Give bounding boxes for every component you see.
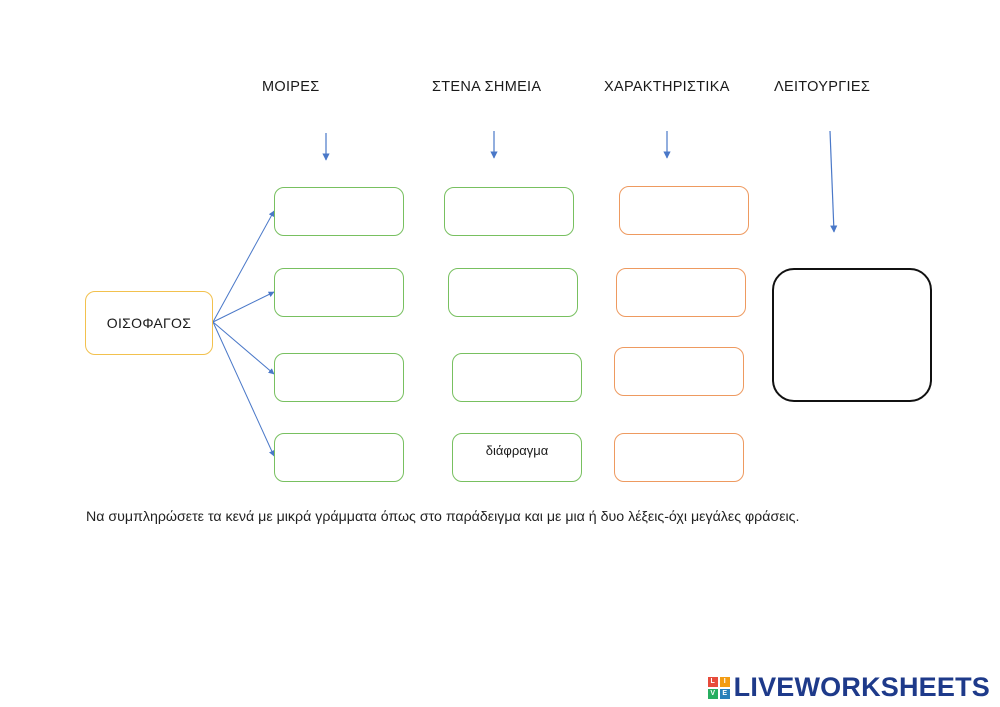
logo-cube: E — [719, 688, 730, 699]
arrow-branch-2 — [212, 291, 275, 323]
liveworksheets-logo: L I V E LIVEWORKSHEETS — [707, 672, 990, 703]
xarakt-answer-1[interactable] — [619, 186, 749, 235]
arrow-branch-4 — [212, 321, 275, 457]
moires-input-3[interactable] — [275, 354, 403, 401]
instructions-text: Να συμπληρώσετε τα κενά με μικρά γράμματ… — [86, 509, 800, 525]
logo-cube: I — [719, 676, 730, 687]
stena-input-3[interactable] — [453, 354, 581, 401]
logo-text: LIVEWORKSHEETS — [733, 672, 990, 702]
oisofagos-label: ΟΙΣΟΦΑΓΟΣ — [106, 315, 192, 331]
header-moires: ΜΟΙΡΕΣ — [262, 79, 320, 95]
moires-answer-4[interactable] — [274, 433, 404, 482]
arrow-branch-1 — [212, 210, 275, 323]
moires-answer-1[interactable] — [274, 187, 404, 236]
xarakt-answer-3[interactable] — [614, 347, 744, 396]
xarakt-input-1[interactable] — [620, 187, 748, 234]
xarakt-input-2[interactable] — [617, 269, 745, 316]
stena-answer-3[interactable] — [452, 353, 582, 402]
moires-input-2[interactable] — [275, 269, 403, 316]
stena-answer-1[interactable] — [444, 187, 574, 236]
header-stena-simeia: ΣΤΕΝΑ ΣΗΜΕΙΑ — [432, 79, 542, 95]
moires-answer-2[interactable] — [274, 268, 404, 317]
logo-cube: V — [707, 688, 718, 699]
logo-cube: L — [707, 676, 718, 687]
header-leitourgies: ΛΕΙΤΟΥΡΓΙΕΣ — [774, 79, 871, 95]
stena-input-1[interactable] — [445, 188, 573, 235]
leitourgies-answer[interactable] — [772, 268, 932, 402]
stena-example-text: διάφραγμα — [485, 443, 549, 458]
oisofagos-box: ΟΙΣΟΦΑΓΟΣ — [85, 291, 213, 355]
leitourgies-textarea[interactable] — [774, 270, 930, 400]
header-xaraktiristika: ΧΑΡΑΚΤΗΡΙΣΤΙΚΑ — [604, 79, 730, 95]
moires-answer-3[interactable] — [274, 353, 404, 402]
xarakt-answer-2[interactable] — [616, 268, 746, 317]
xarakt-answer-4[interactable] — [614, 433, 744, 482]
stena-input-2[interactable] — [449, 269, 577, 316]
xarakt-input-3[interactable] — [615, 348, 743, 395]
moires-input-1[interactable] — [275, 188, 403, 235]
stena-example-box: διάφραγμα — [452, 433, 582, 482]
moires-input-4[interactable] — [275, 434, 403, 481]
logo-cubes-icon: L I V E — [707, 676, 730, 699]
stena-answer-2[interactable] — [448, 268, 578, 317]
arrow-down-leitourgies — [829, 130, 838, 233]
xarakt-input-4[interactable] — [615, 434, 743, 481]
arrow-branch-3 — [212, 321, 275, 375]
